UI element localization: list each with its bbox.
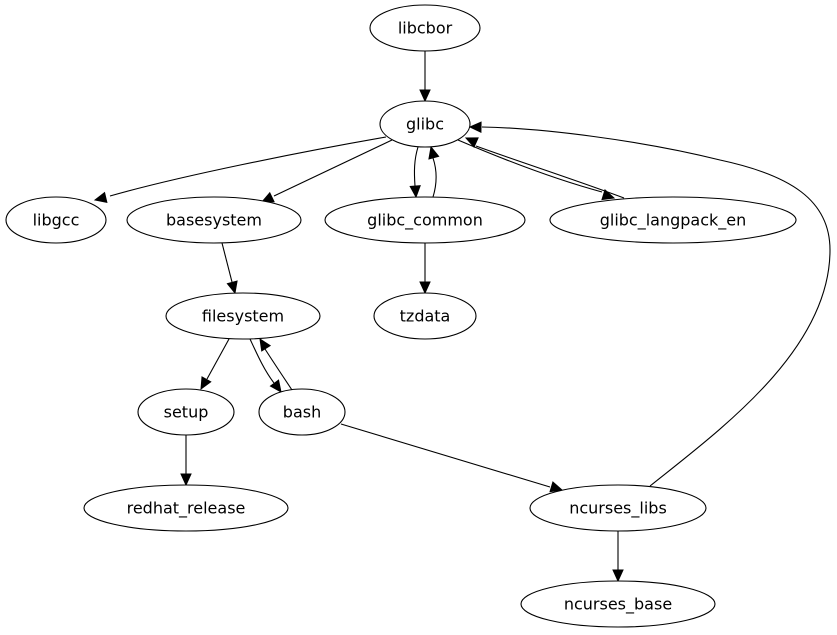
edge-glibc-to-glibc_langpack_en bbox=[457, 139, 616, 201]
edge-ncurses_libs-to-ncurses_base bbox=[612, 531, 624, 583]
edge-line bbox=[475, 145, 625, 199]
node-ncurses_base[interactable]: ncurses_base bbox=[520, 580, 716, 628]
arrowhead-icon bbox=[409, 185, 421, 199]
node-glibc_langpack_en[interactable]: glibc_langpack_en bbox=[549, 196, 797, 244]
arrowhead-icon bbox=[180, 473, 192, 487]
edge-line bbox=[221, 242, 233, 283]
arrowhead-icon bbox=[419, 281, 431, 295]
edge-line bbox=[481, 126, 831, 487]
edge-glibc-to-basesystem bbox=[260, 139, 393, 203]
edge-line bbox=[264, 348, 293, 391]
node-label: ncurses_base bbox=[564, 595, 672, 615]
node-setup[interactable]: setup bbox=[137, 388, 235, 436]
node-ellipse bbox=[520, 580, 716, 628]
node-label: setup bbox=[164, 403, 209, 422]
node-glibc[interactable]: glibc bbox=[379, 100, 471, 148]
edge-glibc_common-to-tzdata bbox=[419, 243, 431, 295]
node-ellipse bbox=[549, 196, 797, 244]
node-label: filesystem bbox=[202, 307, 284, 326]
arrowhead-icon bbox=[226, 280, 238, 295]
node-basesystem[interactable]: basesystem bbox=[126, 196, 302, 244]
node-redhat_release[interactable]: redhat_release bbox=[83, 484, 289, 532]
edge-basesystem-to-filesystem bbox=[221, 242, 238, 295]
node-label: glibc_common bbox=[367, 211, 483, 231]
edge-libcbor-to-glibc bbox=[419, 51, 431, 103]
node-ellipse bbox=[5, 196, 107, 244]
edge-glibc_langpack_en-to-glibc bbox=[464, 137, 625, 199]
node-label: bash bbox=[283, 403, 321, 422]
node-label: libcbor bbox=[398, 19, 453, 38]
node-tzdata[interactable]: tzdata bbox=[373, 292, 477, 340]
node-filesystem[interactable]: filesystem bbox=[165, 292, 321, 340]
node-ellipse bbox=[379, 100, 471, 148]
node-ncurses_libs[interactable]: ncurses_libs bbox=[529, 484, 707, 532]
node-label: ncurses_libs bbox=[569, 499, 667, 519]
arrowhead-icon bbox=[612, 569, 624, 583]
edge-filesystem-to-setup bbox=[200, 338, 230, 391]
node-label: glibc_langpack_en bbox=[600, 211, 747, 231]
node-ellipse bbox=[137, 388, 235, 436]
node-label: redhat_release bbox=[127, 499, 246, 519]
arrowhead-icon bbox=[549, 481, 564, 493]
arrowhead-icon bbox=[468, 121, 482, 133]
node-label: glibc bbox=[406, 115, 444, 134]
edge-line bbox=[413, 146, 419, 187]
edge-line bbox=[340, 423, 551, 488]
node-ellipse bbox=[529, 484, 707, 532]
node-libgcc[interactable]: libgcc bbox=[5, 196, 107, 244]
node-ellipse bbox=[369, 4, 481, 52]
arrowhead-icon bbox=[601, 189, 616, 201]
edge-filesystem-to-bash bbox=[249, 338, 282, 393]
node-ellipse bbox=[83, 484, 289, 532]
edge-line bbox=[249, 338, 275, 384]
node-label: basesystem bbox=[166, 211, 262, 230]
edge-line bbox=[206, 338, 230, 380]
arrowhead-icon bbox=[200, 376, 212, 391]
edge-line bbox=[273, 139, 393, 197]
node-ellipse bbox=[258, 388, 346, 436]
arrowhead-icon bbox=[419, 89, 431, 103]
edge-ncurses_libs-to-glibc bbox=[468, 121, 831, 487]
nodes-layer: libcbor glibc libgcc basesystem glibc_common… bbox=[5, 4, 797, 628]
node-ellipse bbox=[126, 196, 302, 244]
edge-glibc-to-libgcc bbox=[93, 136, 387, 204]
arrowhead-icon bbox=[259, 337, 272, 352]
node-libcbor[interactable]: libcbor bbox=[369, 4, 481, 52]
arrowhead-icon bbox=[464, 137, 479, 148]
arrowhead-icon bbox=[269, 379, 282, 393]
edge-setup-to-redhat_release bbox=[180, 435, 192, 487]
edge-line bbox=[109, 136, 387, 197]
node-glibc_common[interactable]: glibc_common bbox=[324, 196, 526, 244]
node-ellipse bbox=[373, 292, 477, 340]
edge-bash-to-ncurses_libs bbox=[340, 423, 564, 493]
edge-glibc-to-glibc_common bbox=[409, 146, 421, 199]
arrowhead-icon bbox=[428, 145, 440, 160]
node-bash[interactable]: bash bbox=[258, 388, 346, 436]
edges-layer bbox=[93, 51, 831, 583]
arrowhead-icon bbox=[93, 191, 108, 204]
node-ellipse bbox=[324, 196, 526, 244]
node-label: tzdata bbox=[400, 307, 451, 326]
edge-glibc_common-to-glibc bbox=[428, 145, 440, 198]
edge-bash-to-filesystem bbox=[259, 337, 293, 391]
node-label: libgcc bbox=[33, 211, 80, 230]
node-ellipse bbox=[165, 292, 321, 340]
edge-line bbox=[432, 157, 437, 198]
